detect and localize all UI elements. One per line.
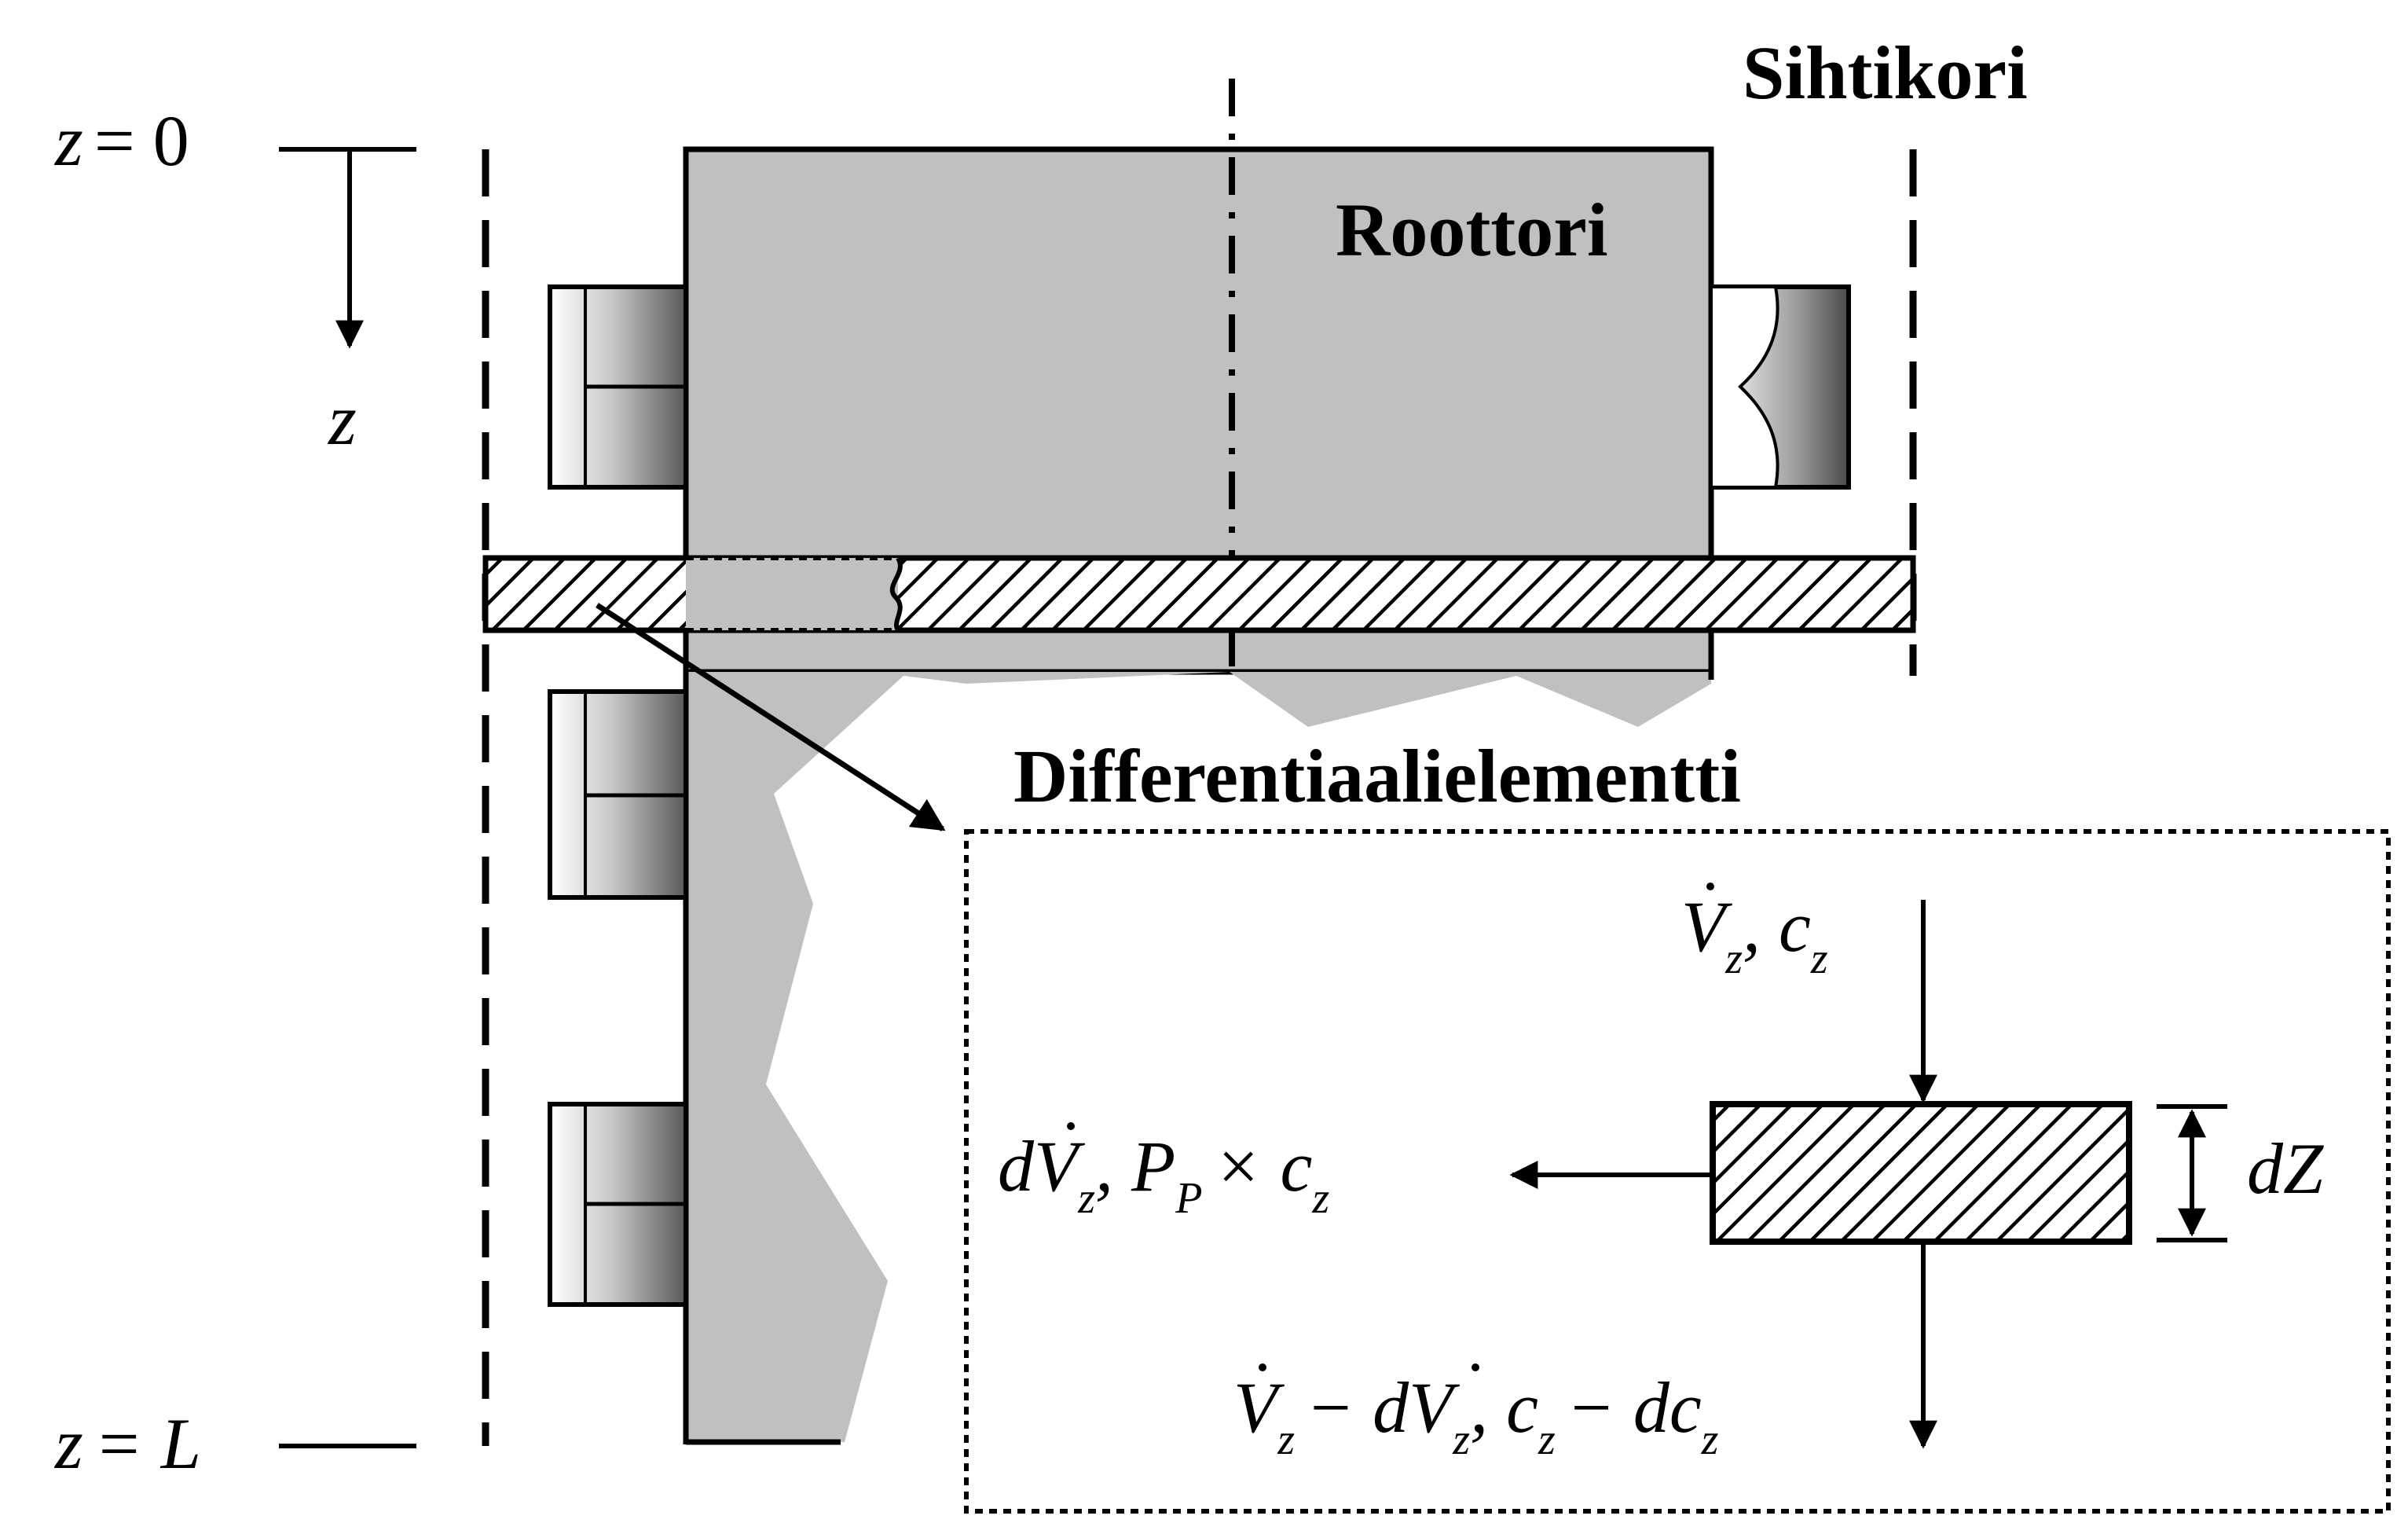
bottom-outflow-equation: Vz− dVz, cz− dcz [1233, 1363, 1719, 1464]
rotor-foil-bottom [548, 1102, 688, 1307]
differential-element-callout [964, 829, 2391, 1514]
inflow-equation: Vz, cz [1681, 883, 1828, 983]
callout-pointer-arrow [596, 603, 946, 831]
z-axis [279, 147, 416, 1448]
rotor-foil-middle [548, 689, 688, 900]
side-outflow-equation: dVz, PP× cz [998, 1122, 1329, 1223]
dz-label: dZ [2247, 1128, 2324, 1209]
svg-text:dVz, PP× cz: dVz, PP× cz [998, 1126, 1329, 1223]
differential-element-label: Differentiaalielementti [1013, 734, 1741, 818]
z-direction-label: z [327, 380, 357, 460]
dz-dimension [2157, 1104, 2227, 1242]
differential-element [1710, 1101, 2132, 1245]
screen-basket-label: Sihtikori [1743, 31, 2028, 115]
rotor-foil-right [1709, 284, 1851, 490]
rotor-label: Roottori [1336, 188, 1608, 272]
rotor-foil-top [548, 284, 688, 490]
svg-text:Vz− dVz, cz− dcz: Vz− dVz, cz− dcz [1233, 1367, 1719, 1464]
z-zero-label: z= 0 [53, 101, 189, 181]
svg-text:Vz, cz: Vz, cz [1681, 886, 1828, 983]
z-L-label: z= L [53, 1404, 201, 1484]
differential-slice-strip [482, 555, 1916, 633]
